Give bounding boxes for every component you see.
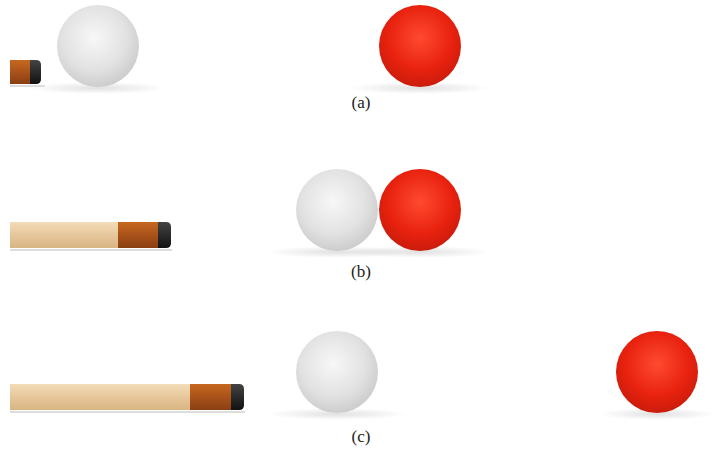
panel-label: (c) (352, 428, 371, 445)
panel-b (10, 169, 490, 258)
panel-label: (b) (351, 263, 371, 280)
panel-a (10, 5, 490, 94)
panel-label: (a) (352, 94, 371, 111)
panel-c (10, 331, 715, 420)
